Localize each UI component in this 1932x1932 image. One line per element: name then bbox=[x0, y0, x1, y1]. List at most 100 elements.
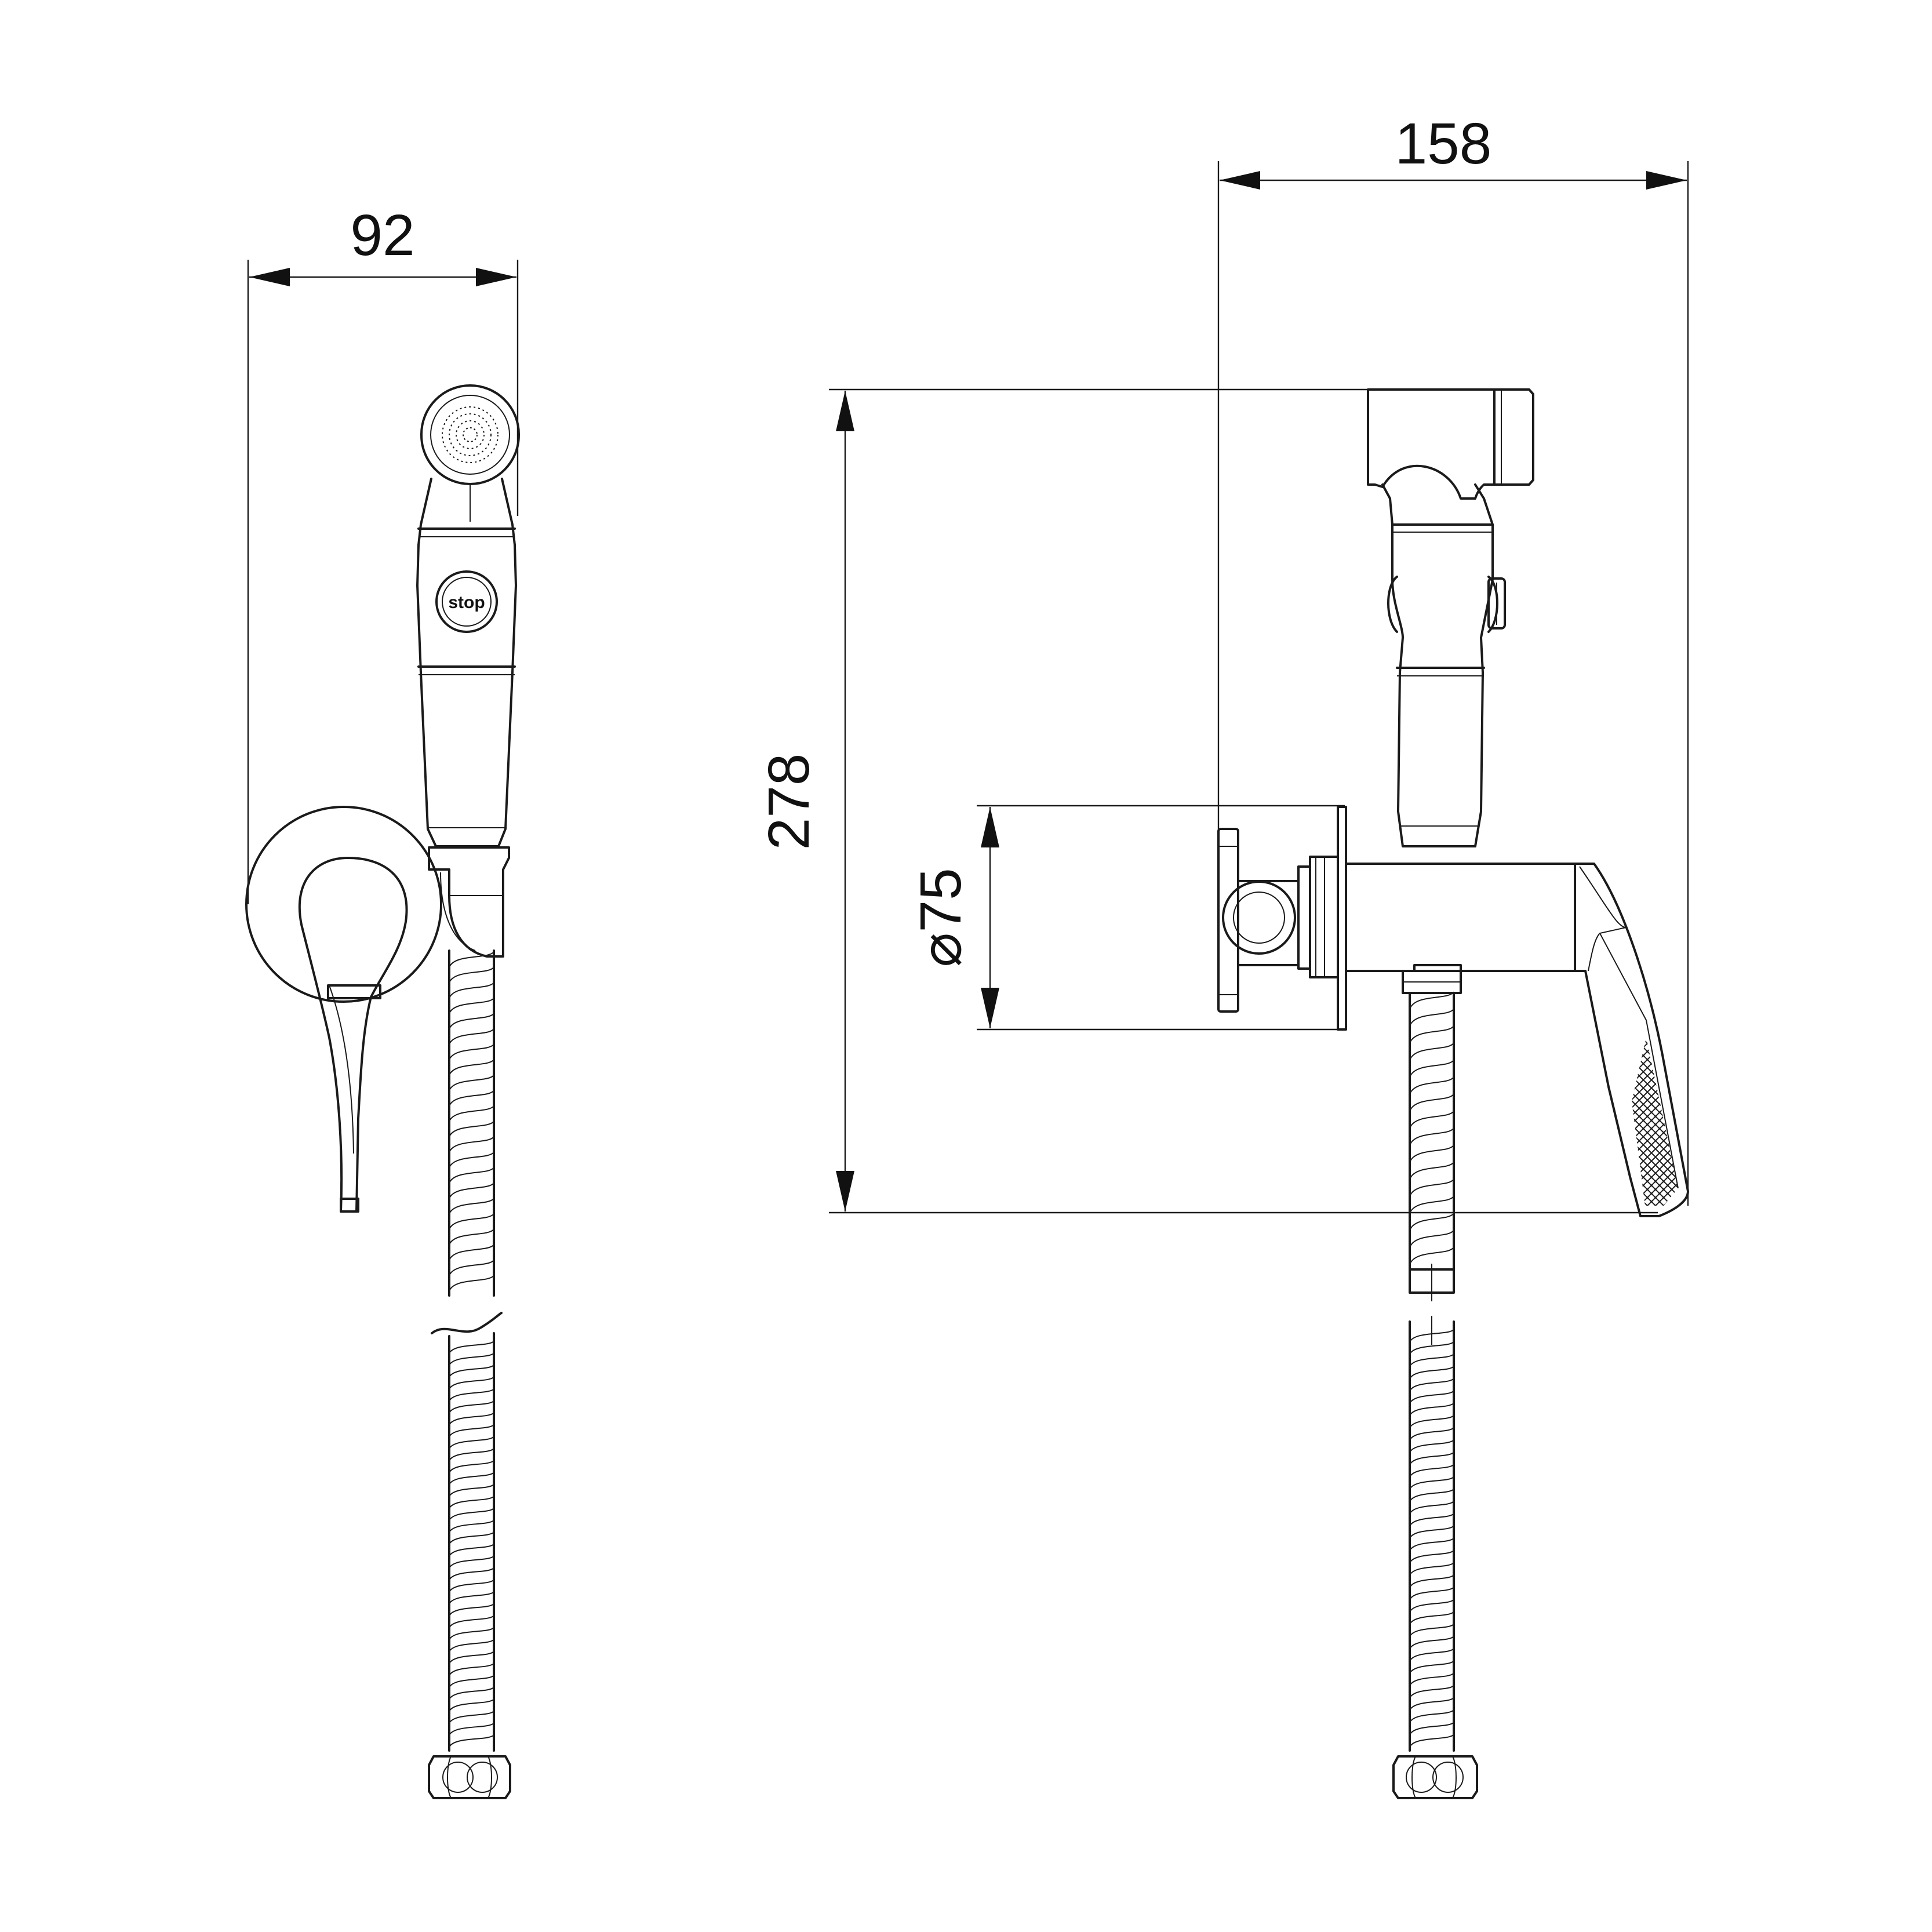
front-shower-head bbox=[420, 384, 520, 522]
hatch-line bbox=[1632, 1038, 1678, 1206]
hose-coil bbox=[1409, 1636, 1454, 1649]
hose-coil bbox=[449, 1484, 494, 1497]
front-shower-handle: stop bbox=[416, 478, 517, 847]
hose-coil bbox=[1409, 1127, 1454, 1145]
hatch-line bbox=[1632, 1038, 1678, 1206]
dimension-label-158: 158 bbox=[1395, 111, 1492, 176]
hose-coil bbox=[449, 951, 494, 968]
hose-coil bbox=[449, 1167, 494, 1184]
hatch-line bbox=[1635, 1038, 1678, 1206]
hose-coil bbox=[449, 1075, 494, 1091]
hose-coil bbox=[1409, 1195, 1454, 1214]
hose-coil bbox=[1409, 1599, 1454, 1613]
hatch-line bbox=[1701, 1032, 1886, 1217]
dimension-92: 92 bbox=[247, 203, 519, 904]
hatch-line bbox=[1749, 1032, 1932, 1217]
hose-coil bbox=[449, 1213, 494, 1230]
hose-coil bbox=[1409, 1574, 1454, 1588]
hose-coil bbox=[449, 1687, 494, 1700]
hatch-line bbox=[1693, 1032, 1878, 1217]
hose-coil bbox=[449, 1352, 494, 1366]
hatch-line bbox=[1766, 1032, 1932, 1217]
hose-coil bbox=[449, 1627, 494, 1640]
hose-coil bbox=[449, 1400, 494, 1413]
hose-coil bbox=[449, 1591, 494, 1604]
hose-coil bbox=[1409, 1378, 1454, 1392]
hose-coil bbox=[449, 1734, 494, 1748]
hose-coil bbox=[449, 1460, 494, 1473]
hatch-line bbox=[1741, 1032, 1927, 1217]
hose-coil bbox=[1409, 1660, 1454, 1674]
hose-coil bbox=[449, 1615, 494, 1628]
hose-coil bbox=[449, 1675, 494, 1688]
hose-coil bbox=[449, 1183, 494, 1199]
hose-coil bbox=[449, 1698, 494, 1712]
hatch-line bbox=[1701, 1032, 1886, 1217]
hose-coil bbox=[1409, 1537, 1454, 1551]
hatch-line bbox=[1709, 1032, 1894, 1217]
hose-coil bbox=[449, 1105, 494, 1122]
front-hose-nut bbox=[428, 1755, 511, 1799]
hose-coil bbox=[1409, 1648, 1454, 1662]
hatch-line bbox=[1651, 1038, 1678, 1206]
hose-coil bbox=[1409, 1354, 1454, 1367]
hose-coil bbox=[1409, 1402, 1454, 1416]
hatch-line bbox=[1758, 1032, 1932, 1217]
dimension-label-75: ⌀75 bbox=[908, 868, 973, 967]
hatch-line bbox=[1632, 1038, 1678, 1206]
side-hose-nut bbox=[1392, 1755, 1478, 1799]
side-view bbox=[1217, 388, 1932, 1799]
hose-coil bbox=[1409, 1178, 1454, 1197]
hatch-line bbox=[1632, 1038, 1678, 1206]
hatch-line bbox=[1632, 1038, 1678, 1206]
hose-coil bbox=[1409, 1229, 1454, 1248]
hose-coil bbox=[1409, 1247, 1454, 1265]
hatch-line bbox=[1632, 1038, 1651, 1206]
hatch-line bbox=[1632, 1038, 1678, 1206]
hose-coil bbox=[1409, 1390, 1454, 1404]
hose-coil bbox=[449, 1639, 494, 1652]
hose-coil bbox=[1409, 1562, 1454, 1576]
hose-coil bbox=[449, 1543, 494, 1557]
front-hose bbox=[428, 949, 511, 1799]
hose-coil bbox=[1409, 1341, 1454, 1355]
dimension-label-92: 92 bbox=[350, 203, 414, 268]
hose-coil bbox=[449, 1436, 494, 1449]
hose-coil bbox=[1409, 1489, 1454, 1502]
hose-coil bbox=[1409, 1042, 1454, 1061]
hose-coil bbox=[449, 1555, 494, 1569]
side-lever-hatch bbox=[1632, 1032, 1932, 1217]
dimension-75: ⌀75 bbox=[908, 805, 1345, 1031]
stop-button bbox=[435, 570, 498, 633]
side-hose bbox=[1392, 991, 1478, 1799]
hose-coil bbox=[1409, 1550, 1454, 1563]
hose-coil bbox=[449, 1260, 494, 1276]
hose-coil bbox=[449, 1722, 494, 1735]
hose-coil bbox=[449, 1603, 494, 1616]
hatch-line bbox=[1643, 1038, 1678, 1206]
hose-coil bbox=[449, 982, 494, 999]
hatch-line bbox=[1749, 1032, 1932, 1217]
hose-coil bbox=[1409, 1415, 1454, 1428]
hose-coil bbox=[449, 1448, 494, 1461]
front-hose-coils-lower bbox=[449, 1340, 494, 1748]
hatch-line bbox=[1684, 1032, 1870, 1217]
hose-coil bbox=[449, 1059, 494, 1076]
hose-coil bbox=[449, 1013, 494, 1029]
hose-coil bbox=[449, 1090, 494, 1107]
hatch-line bbox=[1717, 1032, 1902, 1217]
front-hose-coils-upper bbox=[449, 951, 494, 1291]
hose-coil bbox=[449, 966, 494, 983]
front-view: stop bbox=[245, 384, 520, 1799]
front-lever bbox=[298, 857, 408, 1213]
hatch-line bbox=[1632, 1038, 1678, 1206]
hose-coil bbox=[1409, 1008, 1454, 1027]
hose-coil bbox=[449, 1028, 494, 1045]
hose-coil bbox=[449, 1567, 494, 1581]
hose-coil bbox=[1409, 1076, 1454, 1094]
hose-coil bbox=[1409, 1734, 1454, 1748]
hose-coil bbox=[449, 1412, 494, 1425]
hose-coil bbox=[1409, 1624, 1454, 1637]
hose-coil bbox=[449, 1424, 494, 1438]
